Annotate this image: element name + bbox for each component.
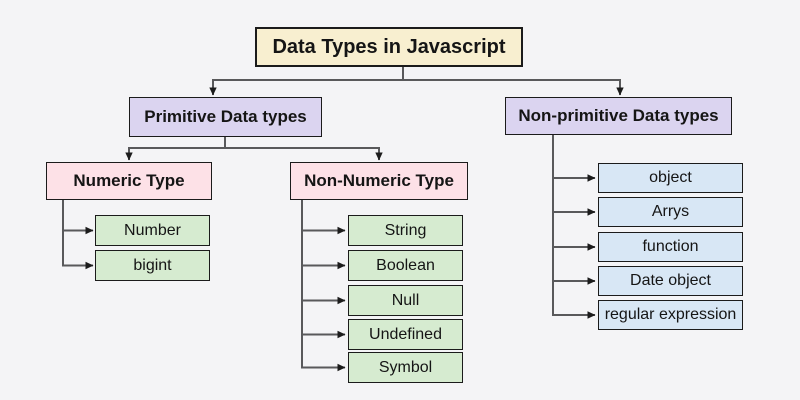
node-primitive-data-types: Primitive Data types bbox=[129, 97, 322, 137]
node-regular-expression: regular expression bbox=[598, 300, 743, 330]
node-bigint: bigint bbox=[95, 250, 210, 281]
node-non-primitive-data-types: Non-primitive Data types bbox=[505, 97, 732, 135]
node-non-numeric-type: Non-Numeric Type bbox=[290, 162, 468, 200]
node-function: function bbox=[598, 232, 743, 262]
node-number: Number bbox=[95, 215, 210, 246]
node-numeric-type: Numeric Type bbox=[46, 162, 212, 200]
node-symbol: Symbol bbox=[348, 352, 463, 383]
node-arrys: Arrys bbox=[598, 197, 743, 227]
node-object: object bbox=[598, 163, 743, 193]
node-string: String bbox=[348, 215, 463, 246]
node-boolean: Boolean bbox=[348, 250, 463, 281]
node-root-title: Data Types in Javascript bbox=[255, 27, 523, 67]
node-date-object: Date object bbox=[598, 266, 743, 296]
node-undefined: Undefined bbox=[348, 319, 463, 350]
node-null: Null bbox=[348, 285, 463, 316]
